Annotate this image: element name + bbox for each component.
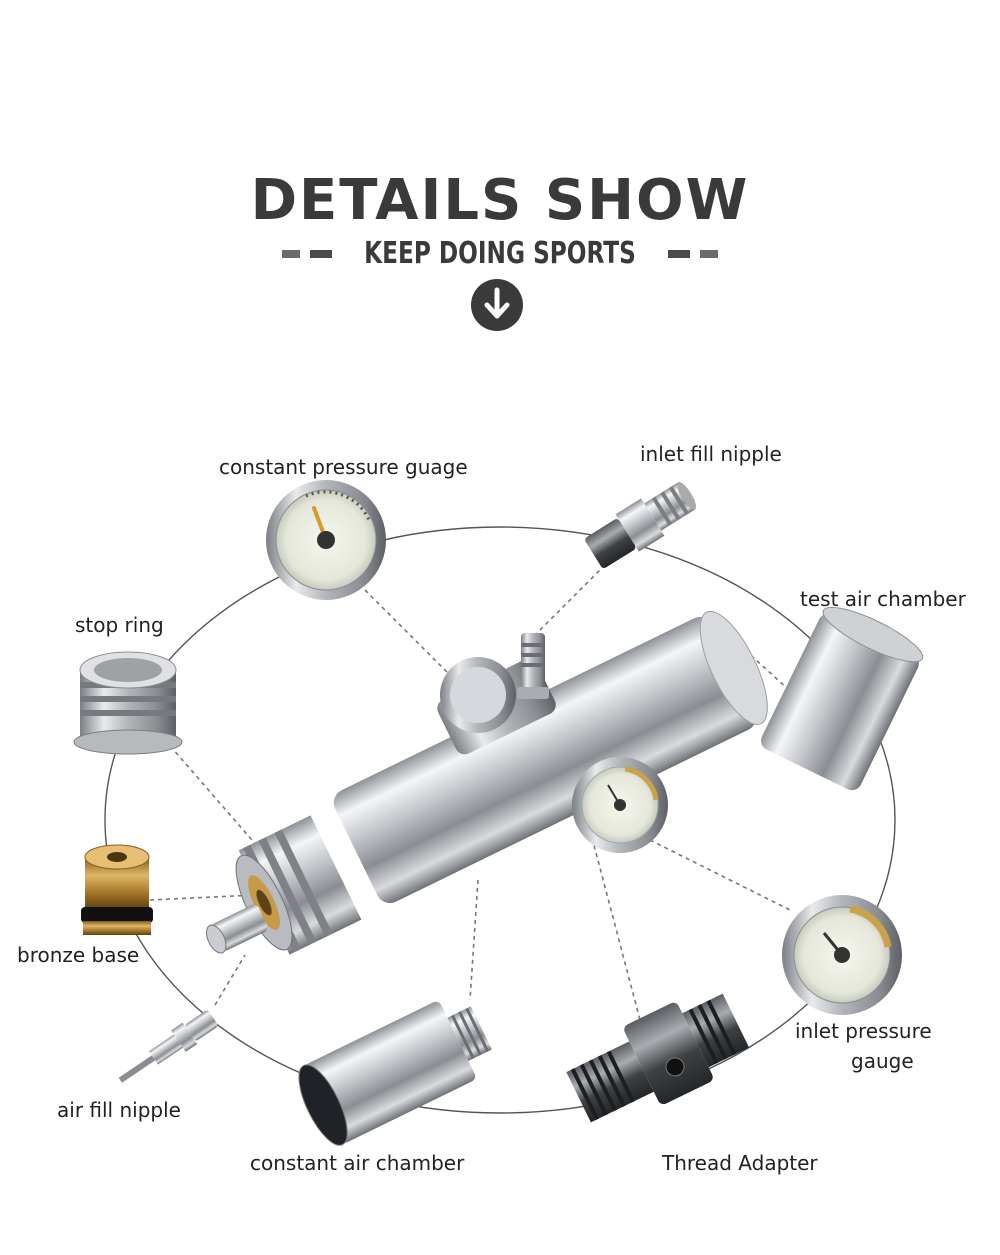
decorative-dash — [282, 249, 301, 258]
label-stop-ring: stop ring — [75, 613, 164, 637]
label-inlet-pressure-gauge-line2: gauge — [851, 1049, 914, 1073]
decorative-dash — [699, 249, 718, 258]
constant-pressure-gauge-part — [266, 480, 386, 600]
label-constant-air-chamber: constant air chamber — [250, 1151, 465, 1175]
constant-air-chamber-part — [298, 1001, 492, 1146]
air-fill-nipple-part — [118, 1010, 218, 1083]
decorative-dash — [667, 249, 690, 258]
thread-adapter-part — [566, 993, 750, 1123]
regulator-assembly — [205, 610, 768, 955]
down-arrow-circle-icon — [471, 279, 523, 331]
stop-ring-part — [73, 651, 183, 755]
page-subtitle: KEEP DOING SPORTS — [364, 236, 636, 271]
bronze-base-part — [81, 844, 153, 935]
inlet-pressure-gauge-part — [782, 895, 902, 1015]
label-bronze-base: bronze base — [17, 943, 140, 967]
label-constant-pressure-gauge: constant pressure guage — [219, 455, 468, 479]
outline-ellipse — [104, 526, 896, 1114]
label-test-air-chamber: test air chamber — [800, 587, 966, 611]
label-inlet-fill-nipple: inlet fill nipple — [640, 442, 782, 466]
subtitle-row: KEEP DOING SPORTS — [0, 236, 1000, 271]
inlet-fill-nipple-part — [585, 482, 697, 568]
page-title: DETAILS SHOW — [250, 168, 750, 233]
leader-lines — [149, 564, 801, 1021]
decorative-dash — [310, 249, 333, 258]
label-inlet-pressure-gauge-line1: inlet pressure — [795, 1019, 932, 1043]
test-air-chamber-part — [761, 606, 924, 791]
label-thread-adapter: Thread Adapter — [662, 1151, 818, 1175]
label-air-fill-nipple: air fill nipple — [57, 1098, 181, 1122]
